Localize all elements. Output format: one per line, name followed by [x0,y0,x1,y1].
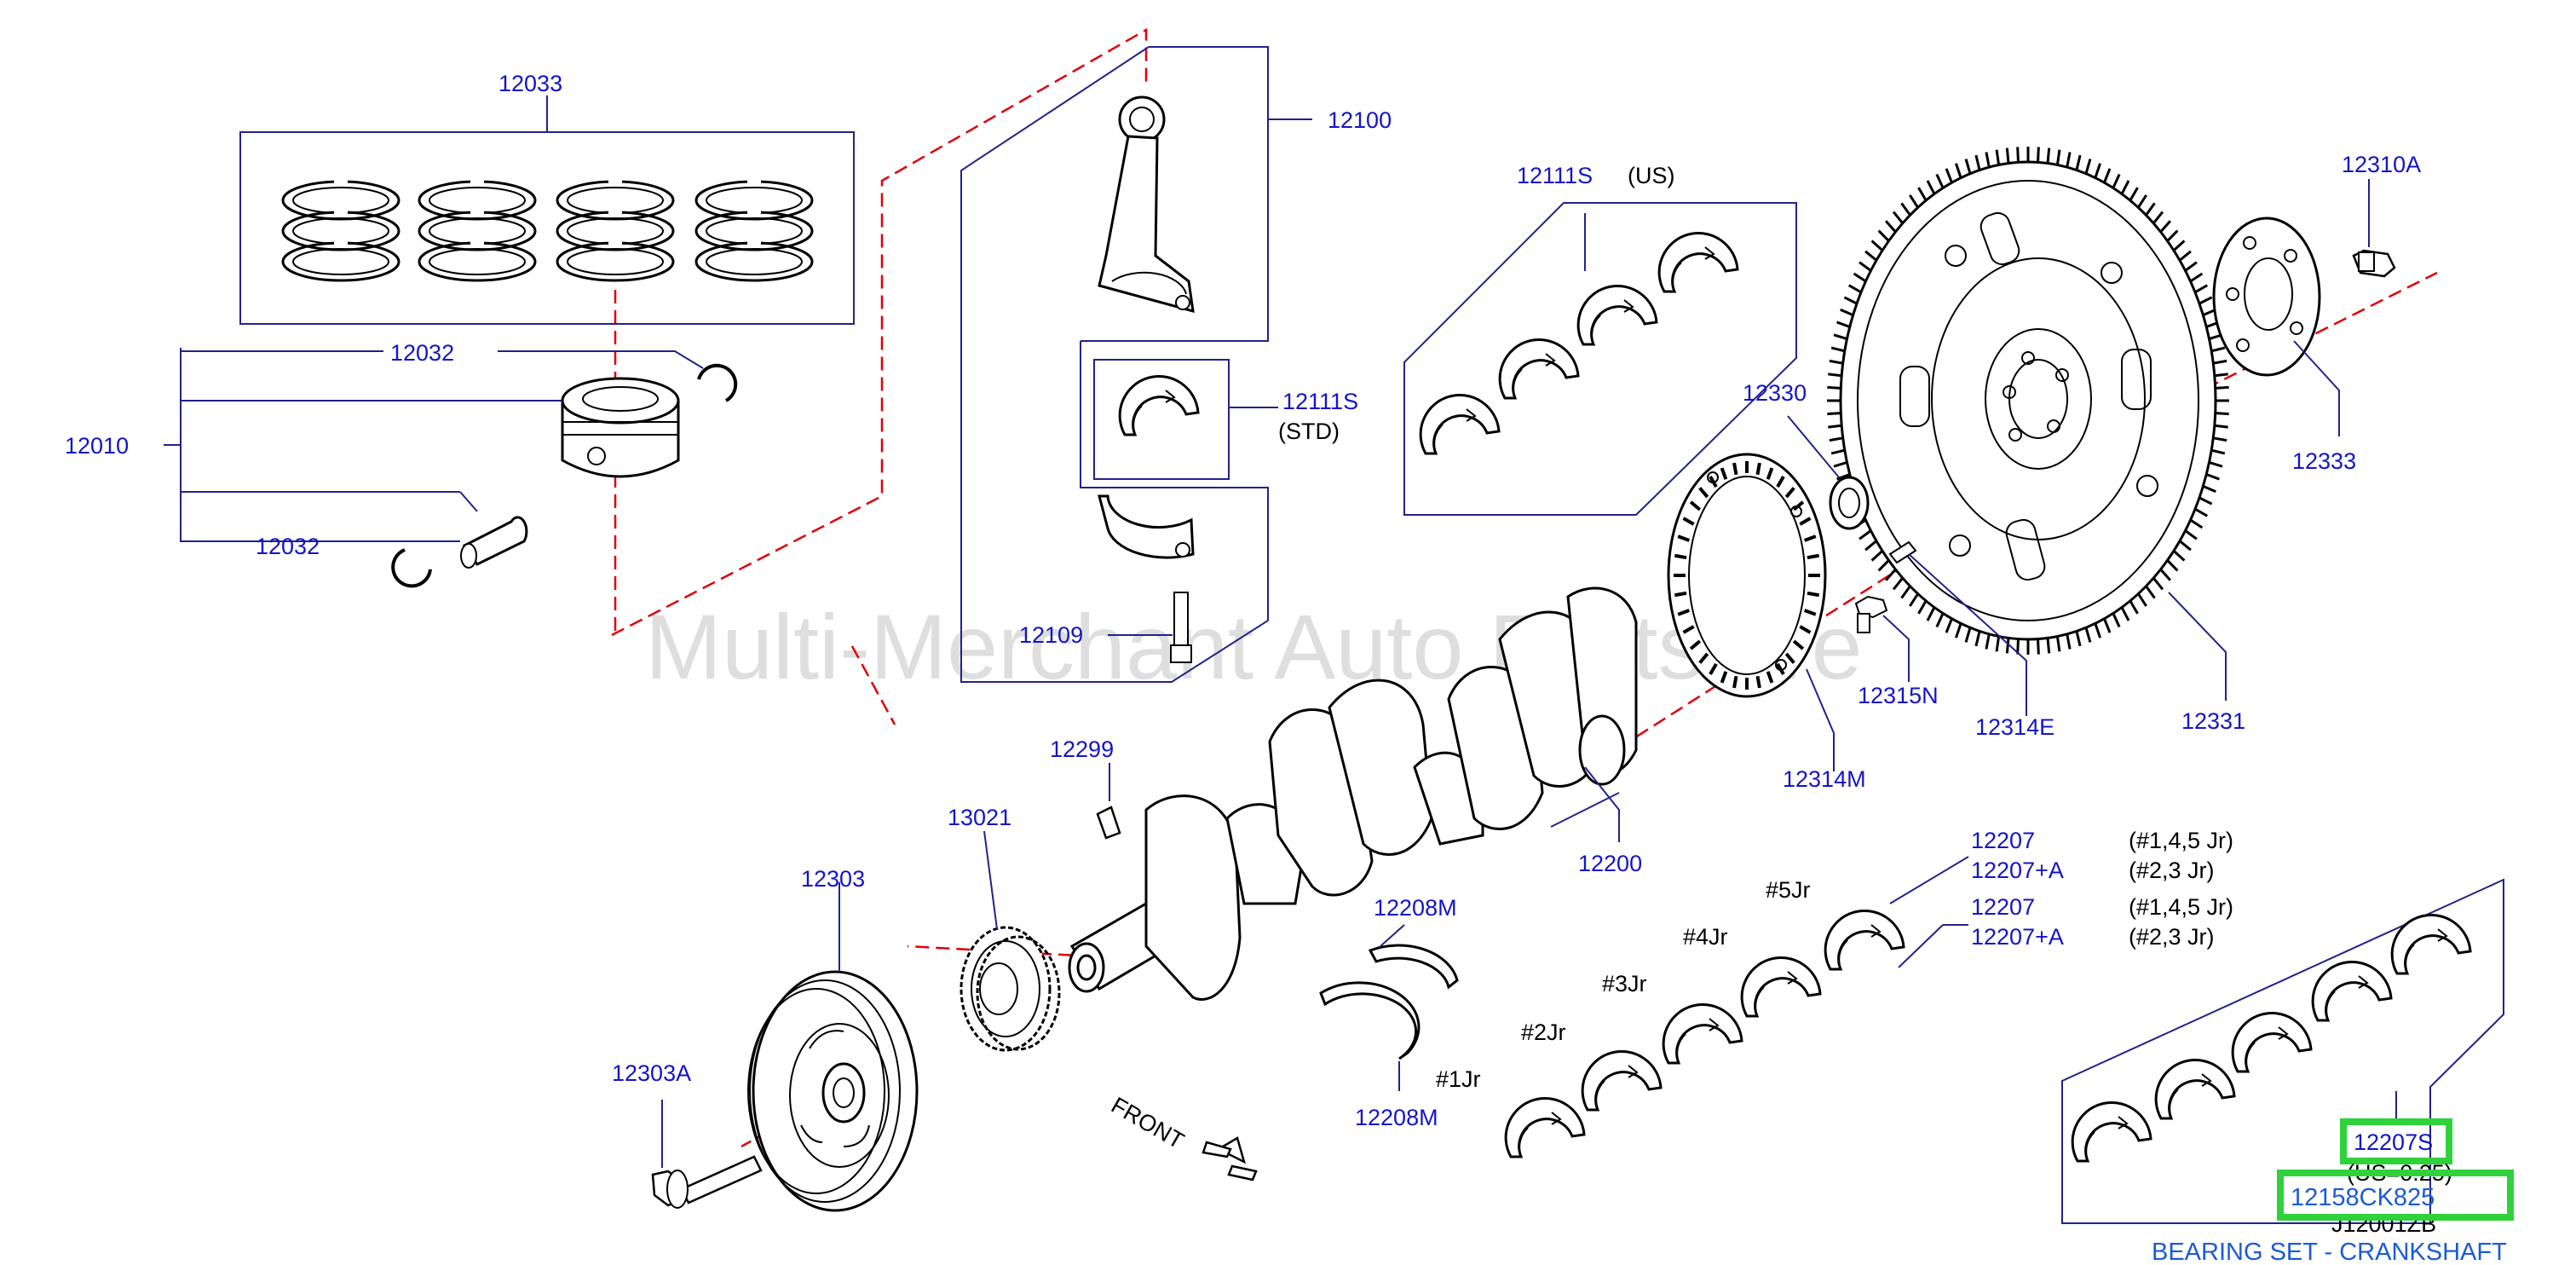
front-label: FRONT [1107,1092,1189,1153]
highlight-12207s [2340,1118,2452,1164]
bearing-set-us-group [2061,878,2504,1224]
key [1096,763,1121,840]
signal-plate [1667,453,1835,771]
label-jr3: #3Jr [1602,971,1647,996]
label-jr2: #2Jr [1521,1020,1566,1045]
pulley-bolt [651,1100,763,1209]
part-12314m[interactable]: 12314M [1783,766,1866,792]
front-arrow-icon [1202,1136,1258,1181]
part-12207a-lower[interactable]: 12207+A [1971,924,2064,950]
piston-assembly [164,348,738,588]
note-jr145-upper: (#1,4,5 Jr) [2129,828,2233,853]
caption-bearing-set: BEARING SET - CRANKSHAFT [2152,1239,2507,1265]
part-12200[interactable]: 12200 [1578,851,1642,876]
label-jr5: #5Jr [1766,877,1811,903]
part-12208m-lower[interactable]: 12208M [1355,1105,1438,1130]
label-jr1: #1Jr [1436,1066,1481,1092]
part-12207a-upper[interactable]: 12207+A [1971,858,2064,883]
part-12303[interactable]: 12303 [801,866,865,892]
part-12207s[interactable]: 12207S [2354,1129,2433,1155]
part-12111s-std[interactable]: 12111S [1282,389,1358,414]
part-12033[interactable]: 12033 [498,71,562,96]
label-jr4: #4Jr [1683,924,1728,950]
part-13021[interactable]: 13021 [948,805,1011,830]
watermark: Multi-Merchant Auto Partstore [645,595,1863,698]
part-12331[interactable]: 12331 [2181,708,2245,734]
part-12032-lower[interactable]: 12032 [256,534,320,559]
note-jr23-lower: (#2,3 Jr) [2129,924,2215,950]
part-12208m-upper[interactable]: 12208M [1374,895,1457,921]
highlight-12158ck825 [2277,1170,2514,1221]
connecting-rod-group [960,46,1312,683]
centerlines [611,27,2438,1148]
part-12109[interactable]: 12109 [1019,622,1083,648]
part-12032-upper[interactable]: 12032 [390,340,454,366]
part-12303a[interactable]: 12303A [612,1060,691,1086]
flywheel [1827,147,2229,701]
small-parts-right [1787,415,2027,716]
part-12333[interactable]: 12333 [2292,448,2356,474]
part-12310a[interactable]: 12310A [2342,152,2421,177]
note-us: (US) [1628,163,1675,188]
note-jr145-lower: (#1,4,5 Jr) [2129,894,2233,920]
part-12100[interactable]: 12100 [1328,107,1392,133]
part-12314e[interactable]: 12314E [1975,714,2054,740]
note-jr23-upper: (#2,3 Jr) [2129,858,2215,883]
part-12207-upper[interactable]: 12207 [1971,828,2035,853]
part-12111s-us[interactable]: 12111S [1517,163,1593,188]
thrust-washers [1319,924,1459,1091]
plate-and-bolt [2212,179,2396,436]
sprocket [960,830,1061,1052]
part-12315n[interactable]: 12315N [1858,683,1939,708]
main-bearing-us-group [1403,202,1797,516]
part-12010[interactable]: 12010 [65,433,129,459]
part-12330[interactable]: 12330 [1743,380,1807,406]
crank-pulley [747,882,919,1212]
piston-rings [239,95,855,325]
part-12207-lower[interactable]: 12207 [1971,894,2035,920]
part-12299[interactable]: 12299 [1050,736,1114,762]
part-12158ck825[interactable]: 12158CK825 [2291,1184,2435,1211]
note-std: (STD) [1278,419,1340,444]
main-bearing-shells [1504,856,1969,1158]
crankshaft [1068,586,1638,1001]
